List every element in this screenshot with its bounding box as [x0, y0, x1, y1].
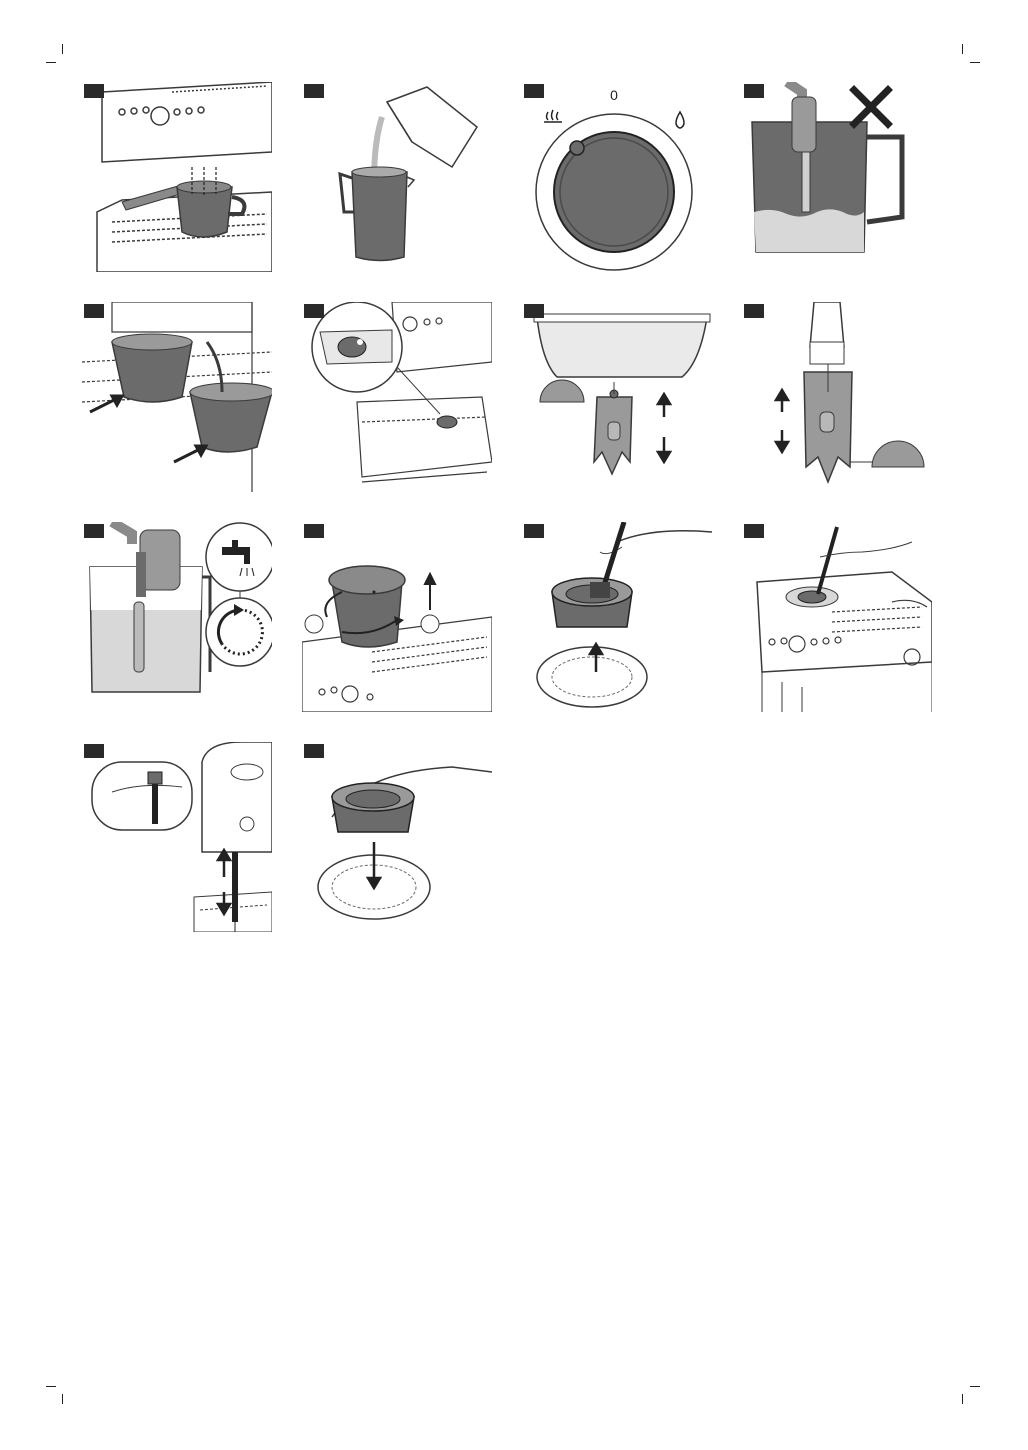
step-badge — [304, 744, 324, 758]
panel-brush-burr-ring — [522, 522, 712, 712]
steam-icon — [544, 110, 562, 122]
panel-float-clip-vertical — [742, 302, 932, 492]
water-drop-icon — [676, 112, 684, 128]
step-badge — [304, 304, 324, 318]
crop-mark — [970, 62, 980, 63]
reinsert-burr-ring-illustration — [302, 742, 492, 932]
panel-insert-cleaning-spring — [82, 742, 272, 932]
panel-reinsert-burr-ring — [302, 742, 492, 932]
up-down-arrow-icon — [658, 394, 670, 462]
panel-steam-wand-wrong — [742, 82, 932, 272]
step-badge — [304, 84, 324, 98]
panel-float-clip — [522, 302, 712, 492]
panel-pour-milk — [302, 82, 492, 272]
dial-zero-label: 0 — [610, 87, 618, 103]
panel-espresso-cup — [82, 82, 272, 272]
brush-grinder-illustration — [742, 522, 932, 712]
step-badge — [744, 84, 764, 98]
panel-remove-bean-hopper — [302, 522, 492, 712]
panel-rinse-steam-wand — [82, 522, 272, 712]
up-arrow-icon — [425, 574, 435, 610]
crop-mark — [962, 1394, 963, 1404]
crop-mark — [62, 44, 63, 54]
steam-dial-illustration: 0 — [522, 82, 712, 272]
step-badge — [304, 524, 324, 538]
step-badge — [84, 524, 104, 538]
step-badge — [524, 84, 544, 98]
float-clip-illustration — [522, 302, 712, 492]
brush-burr-ring-illustration — [522, 522, 712, 712]
panel-brush-grinder — [742, 522, 932, 712]
float-clip-vertical-illustration — [742, 302, 932, 492]
crop-mark — [970, 1386, 980, 1387]
cross-icon — [854, 90, 888, 124]
rinse-steam-wand-illustration — [82, 522, 272, 712]
step-badge — [744, 524, 764, 538]
step-badge — [84, 84, 104, 98]
espresso-cup-illustration — [82, 82, 272, 272]
crop-mark — [46, 1386, 56, 1387]
remove-bean-hopper-illustration — [302, 522, 492, 712]
step-badge — [744, 304, 764, 318]
crop-mark — [46, 62, 56, 63]
up-down-arrow-icon — [776, 390, 788, 452]
crop-mark — [962, 44, 963, 54]
panel-drip-tray-detail — [302, 302, 492, 492]
step-badge — [524, 304, 544, 318]
panel-remove-drip-trays — [82, 302, 272, 492]
pour-milk-illustration — [302, 82, 492, 272]
step-badge — [84, 744, 104, 758]
step-badge — [524, 524, 544, 538]
insert-cleaning-spring-illustration — [82, 742, 272, 932]
arrow-icon — [90, 396, 206, 462]
steam-wand-wrong-illustration — [742, 82, 932, 272]
remove-drip-trays-illustration — [82, 302, 272, 492]
up-down-arrow-icon — [218, 850, 230, 914]
panel-steam-dial: 0 — [522, 82, 712, 272]
step-badge — [84, 304, 104, 318]
crop-mark — [62, 1394, 63, 1404]
drip-tray-detail-illustration — [302, 302, 492, 492]
